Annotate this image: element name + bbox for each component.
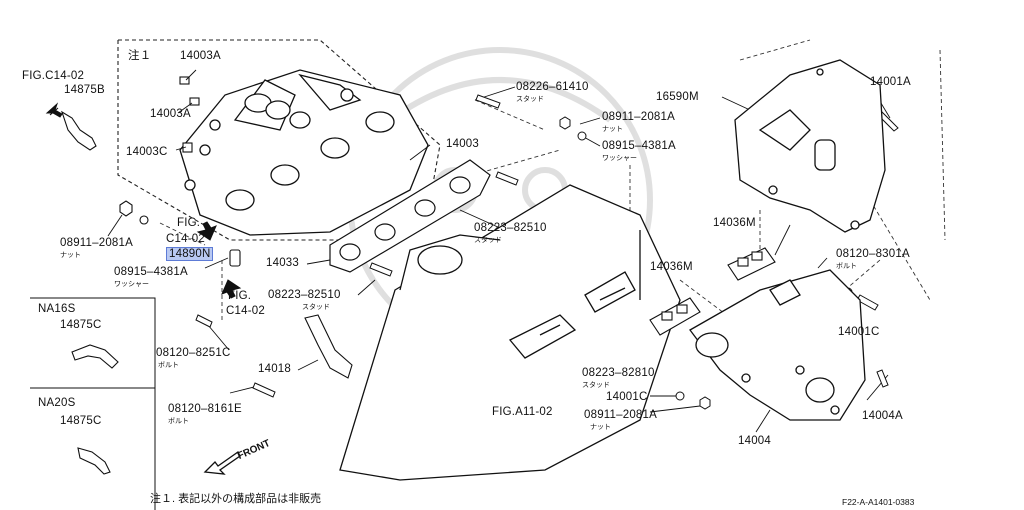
exhaust-manifold bbox=[689, 269, 866, 421]
diagram-code: F22-A-A1401-0383 bbox=[842, 497, 915, 507]
footnote: 注１. 表記以外の構成部品は非販売 bbox=[150, 493, 322, 505]
engine-block bbox=[339, 184, 681, 481]
part-desc-bolt-2: ボルト bbox=[168, 418, 189, 425]
bracket-14018 bbox=[304, 314, 353, 379]
part-desc-bolt-3: ボルト bbox=[836, 263, 857, 270]
part-label-14001C-right[interactable]: 14001C bbox=[838, 326, 880, 338]
part-label-14003[interactable]: 14003 bbox=[446, 138, 479, 150]
part-label-14003A[interactable]: 14003A bbox=[180, 50, 221, 62]
part-label-14001C-low[interactable]: 14001C bbox=[606, 391, 648, 403]
fig-ref-c14-02-low[interactable]: FIG. bbox=[228, 290, 252, 302]
part-label-08911-2081A-left[interactable]: 08911–2081A bbox=[60, 237, 133, 249]
part-label-14018[interactable]: 14018 bbox=[258, 363, 291, 375]
part-label-14036M-upper[interactable]: 14036M bbox=[713, 217, 756, 229]
part-desc-stud-4: スタッド bbox=[582, 382, 610, 389]
fig-ref-a11-02[interactable]: FIG.A11-02 bbox=[492, 406, 553, 418]
reference-arrows bbox=[45, 102, 242, 299]
part-desc-stud-2: スタッド bbox=[474, 237, 502, 244]
part-label-08911-2081A-low[interactable]: 08911–2081A bbox=[584, 409, 657, 421]
part-label-14875B[interactable]: 14875B bbox=[64, 84, 105, 96]
part-desc-nut-2: ナット bbox=[60, 252, 81, 259]
part-label-08223-82510-a[interactable]: 08223–82510 bbox=[474, 222, 547, 234]
variant-label-na16s: NA16S bbox=[38, 303, 76, 315]
part-label-14036M-lower[interactable]: 14036M bbox=[650, 261, 693, 273]
part-label-14003C[interactable]: 14003C bbox=[126, 146, 168, 158]
part-label-14890N-text[interactable]: 14890N bbox=[166, 247, 214, 261]
part-label-14001A[interactable]: 14001A bbox=[870, 76, 911, 88]
part-label-08120-8251C[interactable]: 08120–8251C bbox=[156, 347, 231, 359]
part-label-08223-82810[interactable]: 08223–82810 bbox=[582, 367, 655, 379]
dashed-guides bbox=[159, 39, 946, 400]
variant-label-na20s: NA20S bbox=[38, 397, 76, 409]
part-label-14875C-na20s[interactable]: 14875C bbox=[60, 415, 102, 427]
part-label-08223-82510-b[interactable]: 08223–82510 bbox=[268, 289, 341, 301]
part-label-14004[interactable]: 14004 bbox=[738, 435, 771, 447]
part-label-08120-8301A[interactable]: 08120–8301A bbox=[836, 248, 910, 260]
part-label-14875C-na16s[interactable]: 14875C bbox=[60, 319, 102, 331]
fig-ref-c14-02-mid[interactable]: FIG. bbox=[177, 217, 201, 229]
part-desc-stud-3: スタッド bbox=[302, 304, 330, 311]
side-panel-frame bbox=[30, 297, 156, 510]
gasket-14033 bbox=[329, 159, 491, 273]
part-label-16590M[interactable]: 16590M bbox=[656, 91, 699, 103]
part-desc-nut-3: ナット bbox=[590, 424, 611, 431]
exhaust-gaskets bbox=[649, 247, 776, 336]
part-label-14033[interactable]: 14033 bbox=[266, 257, 299, 269]
manifold-hardware bbox=[119, 76, 241, 267]
fig-ref-c14-02-low-code[interactable]: C14-02 bbox=[226, 305, 265, 317]
part-label-08911-2081A-top[interactable]: 08911–2081A bbox=[602, 111, 675, 123]
part-label-08915-4381A-left[interactable]: 08915–4381A bbox=[114, 266, 188, 278]
part-desc-washer-2: ワッシャー bbox=[114, 281, 149, 288]
sensor-variants bbox=[71, 344, 119, 475]
part-label-14004A[interactable]: 14004A bbox=[862, 410, 903, 422]
part-desc-stud-1: スタッド bbox=[516, 96, 544, 103]
part-desc-washer-1: ワッシャー bbox=[602, 155, 637, 162]
part-label-08120-8161E[interactable]: 08120–8161E bbox=[168, 403, 242, 415]
part-label-14890N[interactable]: 14890N bbox=[166, 247, 214, 261]
fig-ref-c14-02-mid-code[interactable]: C14-02 bbox=[166, 233, 205, 245]
fig-ref-c14-02-top[interactable]: FIG.C14-02 bbox=[22, 70, 85, 82]
part-desc-nut-1: ナット bbox=[602, 126, 623, 133]
part-label-08915-4381A-top[interactable]: 08915–4381A bbox=[602, 140, 676, 152]
heat-shield bbox=[734, 59, 886, 233]
intake-manifold bbox=[179, 69, 429, 236]
part-desc-bolt-1: ボルト bbox=[158, 362, 179, 369]
note-1-marker: 注１ bbox=[128, 50, 152, 62]
part-label-14003A-2[interactable]: 14003A bbox=[150, 108, 191, 120]
part-label-08226-61410[interactable]: 08226–61410 bbox=[516, 81, 589, 93]
front-arrow bbox=[203, 451, 241, 475]
